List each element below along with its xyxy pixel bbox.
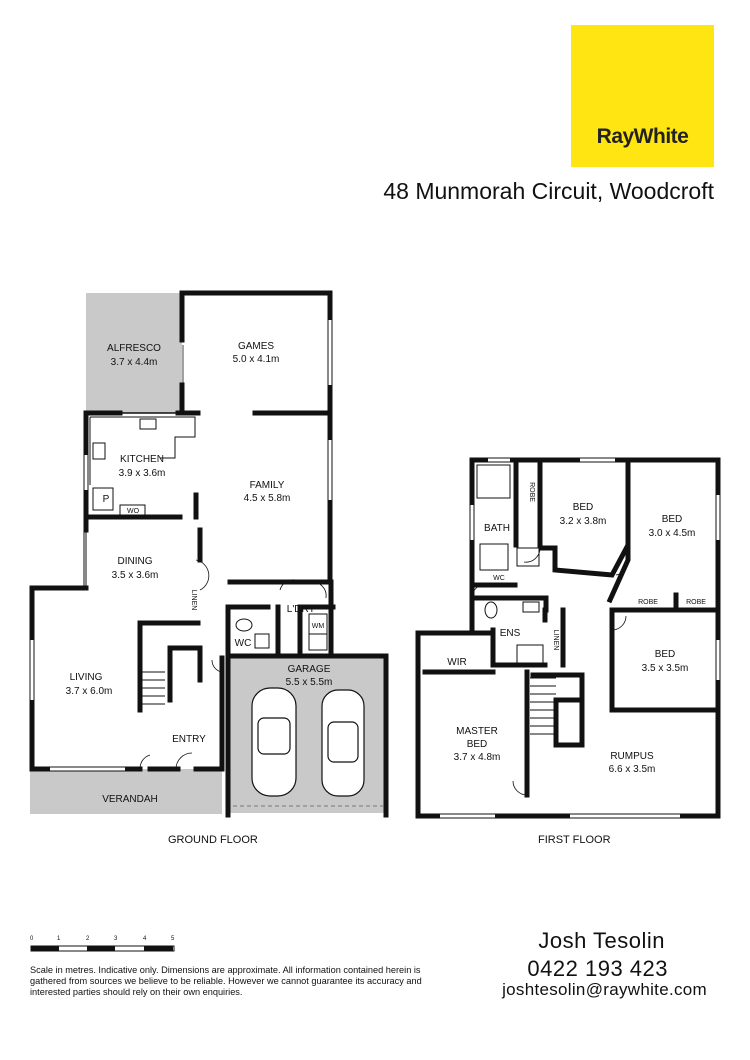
scale-tick-0: 0 — [30, 936, 34, 942]
ground-doors — [139, 345, 327, 770]
family-name: FAMILY — [250, 480, 285, 491]
first-floor-plan — [415, 457, 721, 819]
living-name: LIVING — [70, 672, 103, 683]
master-size: 3.7 x 4.8m — [454, 752, 501, 763]
wo-name: WO — [127, 508, 140, 515]
first-floor-walls — [415, 457, 721, 819]
ground-wc-fixtures — [235, 613, 328, 651]
dining-size: 3.5 x 3.6m — [112, 570, 159, 581]
ground-windows — [30, 320, 383, 807]
ground-wc-name: WC — [235, 638, 252, 649]
first-floor-label: FIRST FLOOR — [538, 834, 611, 846]
pantry-name: P — [103, 494, 110, 505]
games-size: 5.0 x 4.1m — [233, 354, 280, 365]
kitchen-benches — [89, 416, 196, 516]
alfresco-size: 3.7 x 4.4m — [111, 357, 158, 368]
first-doors — [471, 547, 629, 796]
bed2-name: BED — [662, 514, 683, 525]
ground-floor-label: GROUND FLOOR — [168, 834, 258, 846]
bed3-name: BED — [655, 649, 676, 660]
garage-cars — [251, 687, 365, 797]
alfresco-area — [86, 293, 182, 413]
scale-tick-2: 2 — [86, 936, 90, 942]
living-size: 3.7 x 6.0m — [66, 686, 113, 697]
games-name: GAMES — [238, 341, 274, 352]
alfresco-name: ALFRESCO — [107, 343, 161, 354]
scale-graduation — [30, 945, 175, 952]
garage-size: 5.5 x 5.5m — [286, 677, 333, 688]
kitchen-size: 3.9 x 3.6m — [119, 468, 166, 479]
family-size: 4.5 x 5.8m — [244, 493, 291, 504]
first-windows — [440, 458, 720, 818]
logo-text: RayWhite — [596, 125, 689, 148]
wir-name: WIR — [447, 657, 466, 668]
ground-floor-plan — [29, 290, 389, 818]
first-floor-fixtures — [476, 464, 544, 664]
bed3-size: 3.5 x 3.5m — [642, 663, 689, 674]
agent-email[interactable]: joshtesolin@raywhite.com — [502, 980, 707, 999]
scale-tick-1: 1 — [57, 936, 61, 942]
garage-name: GARAGE — [288, 664, 331, 675]
master-name: MASTER — [456, 726, 498, 737]
verandah-area — [30, 769, 222, 814]
verandah-name: VERANDAH — [102, 794, 158, 805]
scale-tick-5: 5 — [171, 936, 175, 942]
property-address: 48 Munmorah Circuit, Woodcroft — [383, 178, 714, 204]
floor-plan-drawing: ALFRESCO 3.7 x 4.4m GAMES 5.0 x 4.1m KIT… — [29, 290, 721, 819]
rumpus-size: 6.6 x 3.5m — [609, 764, 656, 775]
master-name2: BED — [467, 739, 488, 750]
first-stairs — [530, 677, 556, 735]
first-linen-name: LINEN — [552, 630, 559, 651]
wm-name: WM — [312, 623, 325, 630]
scale-tick-3: 3 — [114, 936, 118, 942]
bed1-name: BED — [573, 502, 594, 513]
agent-name: Josh Tesolin — [538, 928, 665, 953]
disclaimer-text: Scale in metres. Indicative only. Dimens… — [30, 965, 422, 997]
agent-phone[interactable]: 0422 193 423 — [527, 956, 668, 981]
entry-name: ENTRY — [172, 734, 206, 745]
ground-linen-name: LINEN — [190, 590, 197, 611]
robe-bath-name: ROBE — [528, 482, 535, 502]
ground-stairs — [140, 671, 165, 705]
robe1-name: ROBE — [638, 599, 658, 606]
ens-name: ENS — [500, 628, 521, 639]
raywhite-logo: RayWhite — [571, 25, 714, 167]
bed2-size: 3.0 x 4.5m — [649, 528, 696, 539]
rumpus-name: RUMPUS — [610, 751, 654, 762]
bath-name: BATH — [484, 523, 510, 534]
first-wc-name: WC — [493, 575, 505, 582]
dining-name: DINING — [118, 556, 153, 567]
robe2-name: ROBE — [686, 599, 706, 606]
kitchen-name: KITCHEN — [120, 454, 164, 465]
scale-tick-4: 4 — [143, 936, 147, 942]
bed1-size: 3.2 x 3.8m — [560, 516, 607, 527]
laundry-name: L'DRY — [287, 604, 316, 615]
